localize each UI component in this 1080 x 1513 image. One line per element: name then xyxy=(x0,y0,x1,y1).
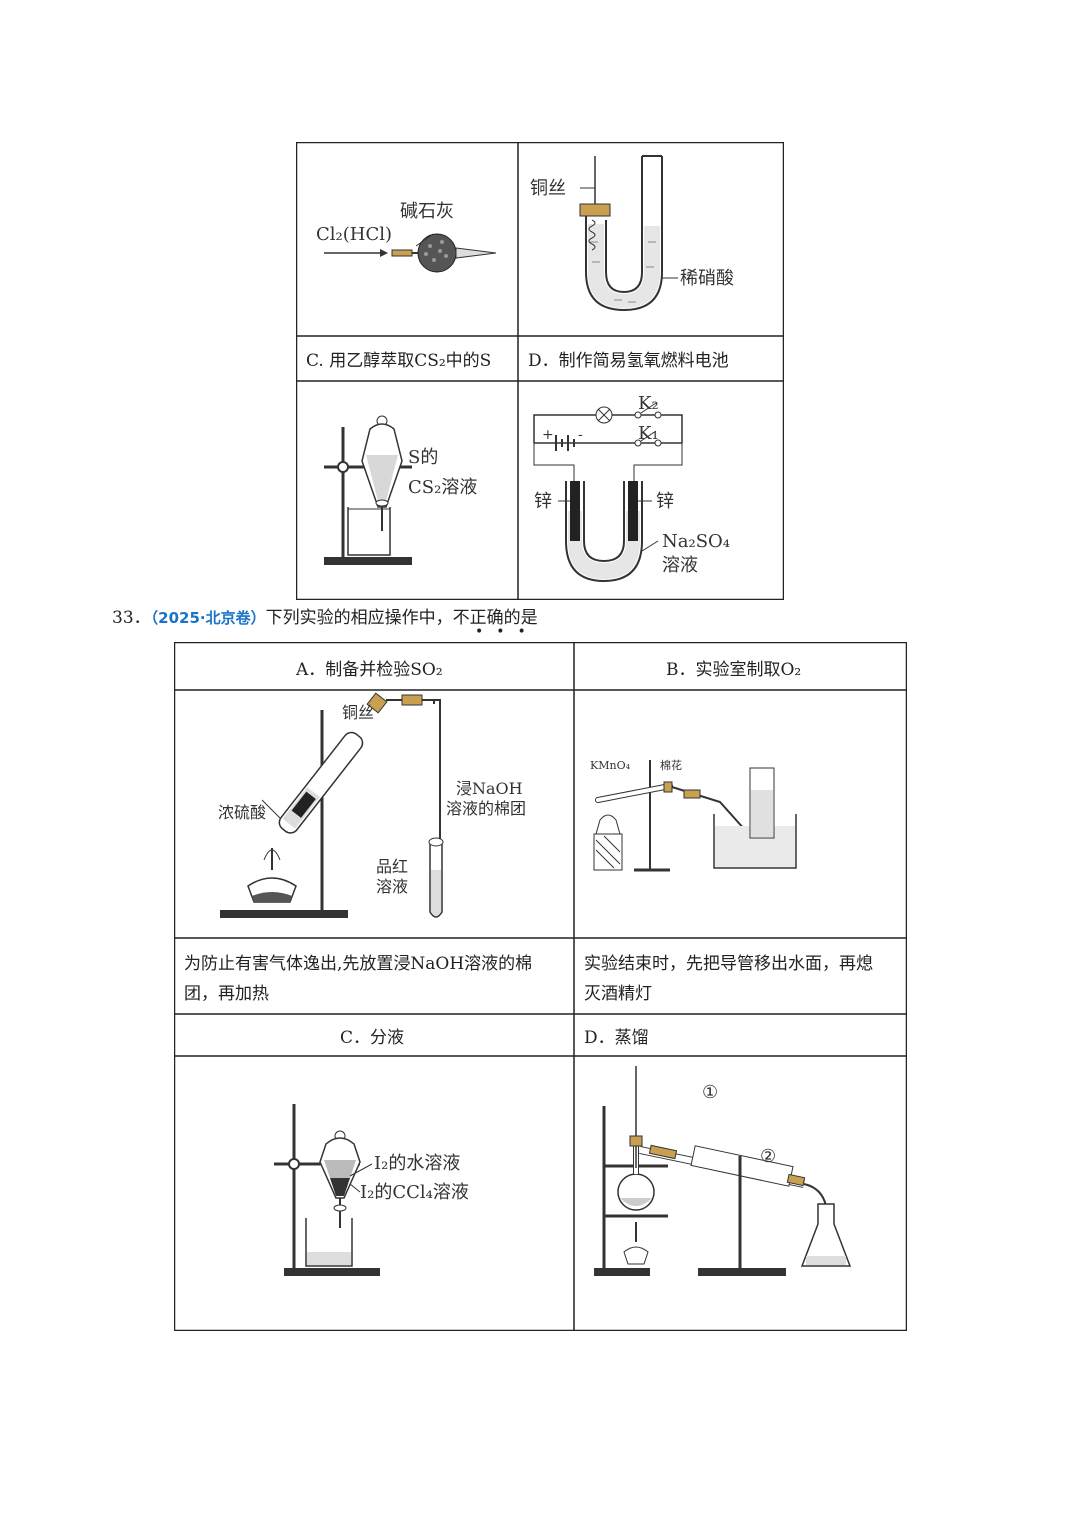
label-cotton: 棉花 xyxy=(660,758,682,772)
drying-tube-figure: Cl₂(HCl) 碱石灰 xyxy=(316,201,497,273)
question-number: 33． xyxy=(112,608,151,628)
header-d: D．蒸馏 xyxy=(584,1028,649,1048)
op-a-line1: 为防止有害气体逸出,先放置浸NaOH溶液的棉 xyxy=(184,954,533,974)
label-copper-wire: 铜丝 xyxy=(530,178,566,199)
label-two: ② xyxy=(760,1146,776,1167)
label-dilute-nitric: 稀硝酸 xyxy=(680,268,734,289)
label-naoh-2: 溶液的棉团 xyxy=(446,799,526,818)
label-s-of: S的 xyxy=(408,447,438,468)
so2-apparatus-figure: 铜丝 浓硫酸 浸NaOH 溶液的棉团 品红 溶液 xyxy=(218,692,526,918)
label-pinhong-2: 溶液 xyxy=(376,877,408,896)
fuel-cell-figure: K₂ K₁ + - 锌 锌 Na₂SO₄ 溶液 xyxy=(533,393,730,583)
op-a-line2: 团，再加热 xyxy=(184,984,269,1004)
label-zinc-right: 锌 xyxy=(656,491,674,512)
o2-apparatus-figure: KMnO₄ 棉花 xyxy=(590,758,797,872)
separatory-funnel-figure: S的 CS₂溶液 xyxy=(324,415,477,565)
distillation-figure: ① ② xyxy=(594,1066,852,1276)
separation-figure: I₂的水溶液 I₂的CCl₄溶液 xyxy=(274,1104,469,1276)
label-k2: K₂ xyxy=(638,393,659,414)
label-k1: K₁ xyxy=(638,423,659,444)
op-b-line1: 实验结束时，先把导管移出水面，再熄 xyxy=(584,954,873,974)
label-solution: 溶液 xyxy=(662,555,698,576)
label-i2-water: I₂的水溶液 xyxy=(374,1153,460,1174)
label-plus: + xyxy=(542,427,554,443)
label-i2-ccl4: I₂的CCl₄溶液 xyxy=(360,1182,469,1203)
option-d-text: D．制作简易氢氧燃料电池 xyxy=(528,351,729,371)
label-zinc-left: 锌 xyxy=(534,491,552,512)
label-kmno4: KMnO₄ xyxy=(590,759,631,772)
table1-grid xyxy=(296,142,784,600)
table-options-abcd: A．制备并检验SO₂ B．实验室制取O₂ 铜丝 浓硫酸 浸NaOH 溶液的棉团 … xyxy=(174,642,907,1331)
label-minus: - xyxy=(578,427,583,443)
header-c: C．分液 xyxy=(340,1028,405,1048)
label-one: ① xyxy=(702,1082,718,1103)
option-c-text: C. 用乙醇萃取CS₂中的S xyxy=(306,351,492,371)
header-b: B．实验室制取O₂ xyxy=(666,660,802,680)
header-a: A．制备并检验SO₂ xyxy=(296,660,443,680)
label-cs2-solution: CS₂溶液 xyxy=(408,477,477,498)
question-text: 下列实验的相应操作中，不正确的是 xyxy=(265,608,538,628)
table-options-cd: Cl₂(HCl) 碱石灰 铜丝 稀硝酸 C. 用乙醇萃取CS₂中的S D．制作简… xyxy=(296,142,784,600)
question-source: （2025·北京卷） xyxy=(150,609,266,627)
op-b-line2: 灭酒精灯 xyxy=(584,984,652,1004)
label-pinhong-1: 品红 xyxy=(376,857,408,876)
label-conc-sulfuric: 浓硫酸 xyxy=(218,803,266,822)
label-naoh-1: 浸NaOH xyxy=(456,779,523,798)
label-cl2-hcl: Cl₂(HCl) xyxy=(316,224,392,245)
u-tube-nitric-acid-figure: 铜丝 稀硝酸 xyxy=(530,155,734,312)
question-33: 33．（2025·北京卷）下列实验的相应操作中，不正确的是 xyxy=(112,603,538,628)
label-soda-lime: 碱石灰 xyxy=(400,201,454,222)
emphasis-dots: ••• xyxy=(475,624,539,640)
label-copper-wire-a: 铜丝 xyxy=(342,703,374,722)
table2-grid xyxy=(174,642,907,1331)
label-na2so4: Na₂SO₄ xyxy=(662,531,730,552)
